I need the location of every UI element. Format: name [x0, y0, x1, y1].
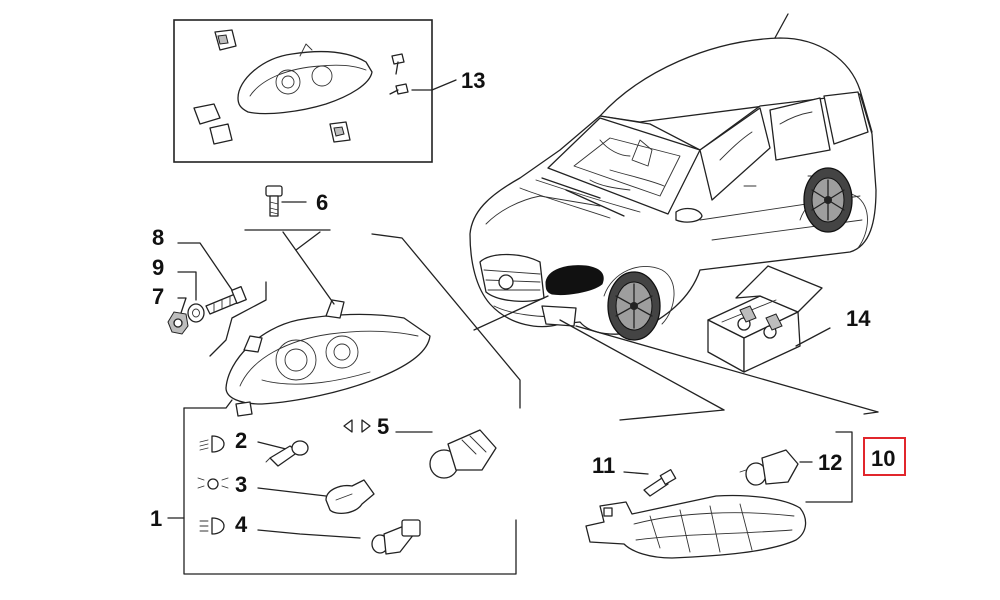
car-illustration [469, 13, 877, 341]
turn-arrows-icon [343, 419, 371, 433]
callout-9[interactable]: 9 [152, 255, 164, 280]
headlamp-kit-inset [173, 19, 457, 163]
fastener-group-7-8-9 [167, 242, 247, 335]
selected-callout-box [863, 437, 906, 476]
callout-12[interactable]: 12 [818, 450, 842, 475]
callout-7[interactable]: 7 [152, 284, 164, 309]
bulb-12 [739, 449, 813, 486]
callout-2[interactable]: 2 [235, 428, 247, 453]
callout-11[interactable]: 11 [592, 453, 615, 478]
bulb-4 [257, 519, 421, 555]
callout-10[interactable]: 10 [871, 446, 895, 471]
screw-11 [623, 469, 677, 497]
bulb-kit-box [707, 265, 831, 373]
callout-3[interactable]: 3 [235, 472, 247, 497]
callout-13[interactable]: 13 [461, 68, 485, 93]
callout-1[interactable]: 1 [150, 506, 162, 531]
bulb-3 [257, 479, 375, 515]
fog-lamp [585, 494, 807, 559]
callout-8[interactable]: 8 [152, 225, 164, 250]
screw-6 [265, 185, 307, 217]
callout-14[interactable]: 14 [846, 306, 871, 331]
callout-4[interactable]: 4 [235, 512, 248, 537]
callout-6[interactable]: 6 [316, 190, 328, 215]
parking-light-icon [197, 477, 229, 490]
headlamp-assembly [225, 299, 431, 417]
bulb-5 [395, 429, 497, 479]
bulb-2 [257, 440, 309, 467]
low-beam-icon [199, 435, 225, 453]
callout-5[interactable]: 5 [377, 414, 389, 439]
high-beam-icon [199, 517, 225, 535]
